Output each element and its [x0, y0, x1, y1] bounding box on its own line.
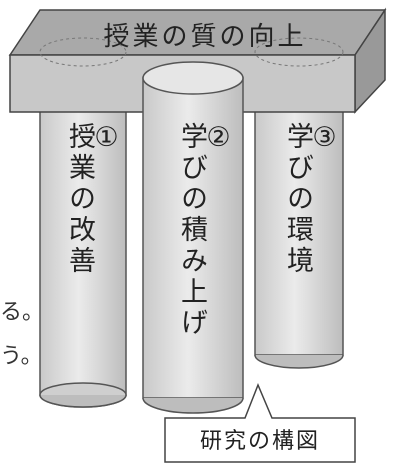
side-fragment-2: う。 [0, 344, 43, 369]
callout-shape [164, 383, 356, 463]
callout-label: 研究の構図 [199, 429, 320, 454]
pillar-2-shape [142, 61, 244, 414]
pillar-2-text: 学びの積み上げ [176, 122, 207, 339]
pillar-1-number: ① [91, 122, 122, 157]
pillar-3-number: ③ [309, 122, 340, 157]
side-fragment-1: る。 [0, 300, 45, 325]
pillar-2-number: ② [203, 122, 234, 157]
pillar-3-text: 学びの環境 [282, 122, 313, 277]
slab-title: 授業の質の向上 [103, 22, 307, 52]
pillar-1-text: 授業の改善 [64, 122, 95, 277]
